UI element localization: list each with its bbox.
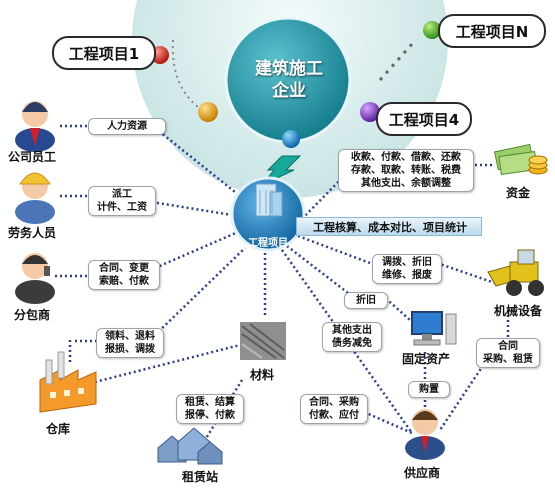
project-1-pill[interactable]: 工程项目1 [52,36,156,70]
warehouse-line-2: 报损、调拨 [105,344,155,355]
supplier-machinery-line-1: 合同 [498,341,518,352]
enterprise-title-line1: 建筑施工 [255,59,323,79]
funds-label: 资金 [506,186,531,200]
machinery-line-1: 调拨、折旧 [382,257,432,268]
fixed-assets-label: 固定资产 [402,352,451,366]
sub-line-1: 合同、变更 [99,263,149,274]
project-4-ball-icon [360,102,380,122]
supplier-icon [405,409,445,460]
banner: 工程核算、成本对比、项目统计 [296,217,482,236]
computer-icon [411,311,457,346]
hub-label: 工程项目 [248,238,288,249]
staff-icon [15,101,55,152]
labor-line-1: 派工 [112,189,132,200]
project-4-pill[interactable]: 工程项目4 [376,102,472,136]
purchase-line-1: 购置 [419,384,439,395]
depreciation-line-1: 折旧 [356,295,376,306]
supplier-label: 供应商 [404,466,441,480]
rental-station-icon [157,427,223,465]
subcontract-box: 合同、变更 索赔、付款 [88,260,160,290]
materials-line-2: 付款、应付 [309,410,359,421]
enterprise-title-line2: 企业 [272,81,306,101]
project-n-pill[interactable]: 工程项目N [438,14,546,48]
funds-line-2: 存款、取款、转账、税费 [351,165,461,176]
rental-station-label: 租赁站 [182,470,219,484]
connection-lines [55,124,510,441]
rental-line-1: 租赁、结算 [185,397,235,408]
labor-line-2: 计件、工资 [97,202,147,213]
materials-label: 材料 [250,368,275,382]
materials-line-1: 合同、采购 [309,397,359,408]
money-icon [493,143,548,175]
supplier-machinery-line-2: 采购、租赁 [483,354,533,365]
machinery-label: 机械设备 [494,304,543,318]
enterprise-title: 建筑施工 企业 [240,58,338,102]
labor-label: 劳务人员 [8,226,57,240]
rental-box: 租赁、结算 报停、付款 [176,394,244,424]
other-expense-box: 其他支出 债务减免 [322,322,382,352]
warehouse-label: 仓库 [46,422,71,436]
materials-box: 合同、采购 付款、应付 [300,394,368,424]
project-n-ball-icon [423,21,441,39]
project-yellow-ball-icon [198,102,218,122]
funds-line-3: 其他支出、余额调整 [361,178,451,189]
staff-label: 公司员工 [8,150,57,164]
sub-line-2: 索赔、付款 [99,276,149,287]
project-blue-ball-icon [282,130,300,148]
warehouse-line-1: 领料、退料 [105,331,155,342]
rental-line-2: 报停、付款 [185,410,235,421]
funds-box: 收款、付款、借款、还款 存款、取款、转账、税费 其他支出、余额调整 [338,149,474,192]
warehouse-icon [39,351,97,413]
hr-box: 人力资源 [88,118,166,135]
laborer-icon [15,172,55,224]
supplier-machinery-box: 合同 采购、租赁 [476,338,540,368]
subcontractor-icon [15,253,55,304]
warehouse-box: 领料、退料 报损、调拨 [96,328,164,358]
loader-icon [487,249,544,296]
building-icon [255,183,283,217]
purchase-box: 购置 [408,381,450,398]
funds-line-1: 收款、付款、借款、还款 [351,152,461,163]
other-line-1: 其他支出 [332,325,372,336]
labor-box: 派工 计件、工资 [88,186,156,216]
machinery-line-2: 维修、报废 [382,270,432,281]
hr-line-1: 人力资源 [107,121,147,132]
other-line-2: 债务减免 [332,338,372,349]
materials-icon [240,322,286,360]
machinery-box: 调拨、折旧 维修、报废 [372,254,442,284]
subcontractor-label: 分包商 [14,308,51,322]
depreciation-box: 折旧 [344,292,388,309]
